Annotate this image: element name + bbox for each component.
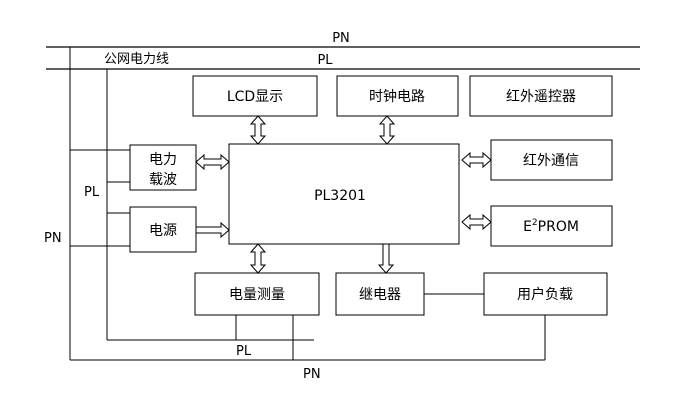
- pl-bottom-label: PL: [236, 344, 252, 359]
- lcd-display-label: LCD显示: [227, 89, 283, 105]
- power-carrier-label-2: 载波: [149, 172, 177, 188]
- clock-mcu-arrow: [378, 115, 396, 145]
- eeprom-block: [490, 205, 613, 247]
- power-carrier-label-1: 电力: [149, 152, 177, 168]
- mcu-relay-arrow: [377, 243, 395, 274]
- power-mcu-arrow: [195, 221, 230, 239]
- pn-bottom-label: PN: [303, 367, 321, 382]
- ir-comm-block: [490, 139, 613, 181]
- mcu-eeprom-arrow: [461, 213, 492, 231]
- ir-comm-label: 红外通信: [523, 153, 579, 169]
- pl-left-label: PL: [84, 185, 100, 200]
- ir-remote-label: 红外遥控器: [506, 89, 576, 105]
- relay-block: [335, 272, 425, 316]
- clock-circuit-block: [336, 75, 459, 117]
- ir-remote-block: [469, 75, 613, 117]
- clock-circuit-label: 时钟电路: [369, 88, 425, 105]
- grid-line-label: 公网电力线: [104, 52, 169, 67]
- metering-block: [194, 272, 320, 316]
- pl-top-label: PL: [317, 53, 333, 68]
- power-supply-label: 电源: [149, 223, 177, 239]
- user-load-label: 用户负载: [517, 286, 573, 303]
- lcd-display-block: [192, 75, 318, 117]
- pn-left-label: PN: [44, 231, 62, 246]
- mcu-metering-arrow: [249, 243, 267, 274]
- lcd-mcu-arrow: [249, 115, 267, 145]
- eeprom-label: E2PROM: [523, 218, 579, 235]
- carrier-mcu-arrow: [195, 153, 230, 171]
- mcu-ircomm-arrow: [461, 151, 492, 169]
- power-carrier-block: [129, 144, 197, 191]
- mcu-block: [228, 143, 460, 245]
- mcu-label: PL3201: [314, 188, 366, 204]
- metering-label: 电量测量: [229, 287, 285, 303]
- user-load-block: [483, 272, 608, 316]
- pn-top-label: PN: [332, 31, 350, 46]
- relay-label: 继电器: [359, 287, 401, 303]
